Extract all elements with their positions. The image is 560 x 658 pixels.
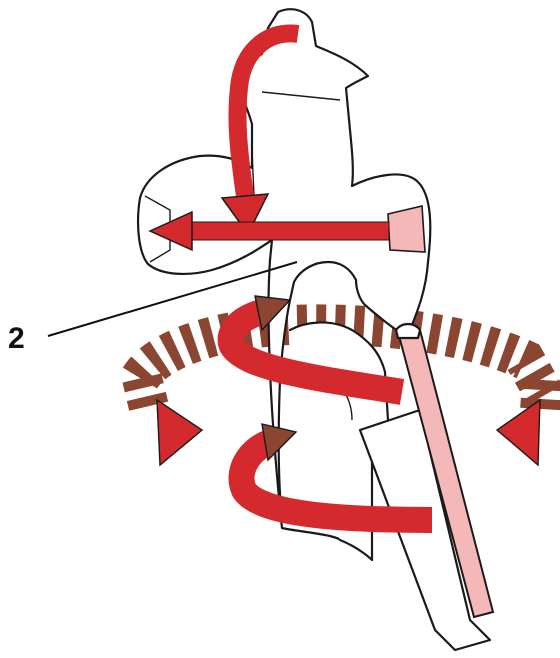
- pink-pad: [388, 206, 425, 252]
- callout-label: 2: [8, 322, 25, 355]
